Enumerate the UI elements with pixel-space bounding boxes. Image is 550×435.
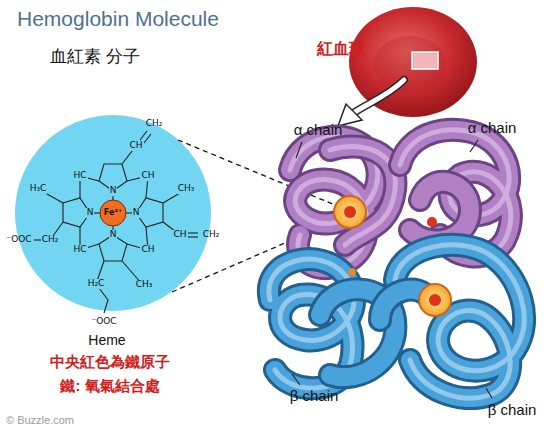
subtitle: 血紅素 分子 — [50, 48, 140, 67]
group-label: CH — [172, 230, 187, 240]
group-label: CH₂ — [146, 119, 163, 129]
group-label: CH — [140, 171, 155, 181]
atom-label: N — [132, 208, 141, 218]
chain-label: α chain — [294, 122, 343, 139]
note-text: 中央紅色為鐵原子 — [50, 354, 170, 371]
chain-label: β chain — [290, 388, 339, 405]
group-label: HC — [72, 171, 87, 181]
atom-label: N — [86, 208, 95, 218]
chain-label: α chain — [468, 120, 517, 137]
group-label: H₂C — [87, 279, 106, 289]
diagram-title: Hemoglobin Molecule — [17, 7, 219, 30]
group-label: CH — [128, 141, 143, 151]
group-label: CH — [140, 245, 155, 255]
note-text: 鐵: 氧氣結合處 — [60, 378, 159, 395]
heme-discs — [334, 196, 451, 316]
group-label: CH₃ — [177, 184, 196, 194]
watermark: © Buzzle.com — [6, 414, 74, 426]
group-label: ⁻OOC — [6, 235, 31, 245]
zoom-arrow — [338, 80, 404, 126]
atom-label: Fe²⁺ — [104, 209, 122, 218]
group-label: HC — [72, 245, 87, 255]
beta-chain-right — [380, 245, 524, 398]
chain-leader-lines — [292, 140, 492, 398]
group-label: CH₂ — [203, 230, 220, 240]
chain-label: β chain — [488, 402, 537, 419]
iron-atom — [100, 200, 126, 226]
group-label: ⁻OOC — [91, 317, 116, 327]
group-label: H₃C — [29, 184, 48, 194]
heme-label: Heme — [88, 333, 125, 348]
cell-label: 紅血球 — [317, 40, 365, 58]
group-label: CH₂ — [41, 235, 60, 245]
red-blood-cell — [349, 7, 477, 117]
group-label: CH₃ — [135, 280, 154, 290]
atom-label: N — [109, 230, 118, 240]
porphyrin-bonds — [34, 131, 198, 313]
heme-background-circle — [15, 115, 211, 311]
atom-label: N — [109, 186, 118, 196]
